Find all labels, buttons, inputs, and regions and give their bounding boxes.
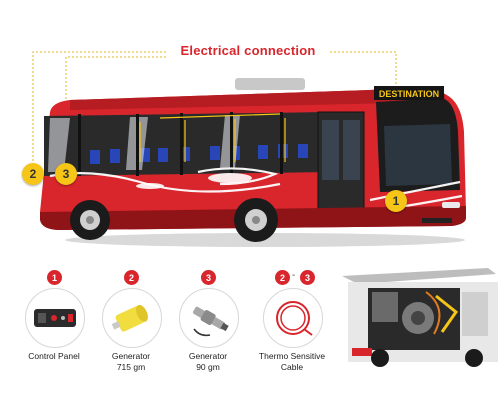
location-marker-2: 2 [22, 163, 44, 185]
component-badge-3b: 3 [300, 270, 315, 285]
bus-illustration: DESTINATION [40, 78, 466, 247]
component-name-generator-90: Generator [188, 351, 228, 361]
component-name-control-panel: Control Panel [28, 351, 80, 361]
component-name-thermo-cable: Thermo Sensitive [258, 351, 326, 361]
destination-sign: DESTINATION [379, 89, 439, 99]
component-detail-thermo-cable: Cable [280, 362, 304, 372]
location-marker-1: 1 [385, 190, 407, 212]
component-name-generator-715: Generator [111, 351, 151, 361]
component-badge-separator: - [292, 270, 296, 281]
thermo-cable-icon [263, 288, 323, 348]
generator-90-icon [179, 288, 239, 348]
component-badge-2: 2 [124, 270, 139, 285]
component-badge-1: 1 [47, 270, 62, 285]
component-badge-3: 3 [201, 270, 216, 285]
control-panel-icon [25, 288, 85, 348]
location-marker-3: 3 [55, 163, 77, 185]
diagram-title: Electrical connection [180, 43, 316, 58]
component-detail-generator-90: 90 gm [196, 362, 220, 372]
generator-715-icon [102, 288, 162, 348]
component-detail-generator-715: 715 gm [116, 362, 146, 372]
engine-compartment-image [342, 268, 498, 367]
connector-line-2 [32, 51, 166, 172]
component-badge-2b: 2 [275, 270, 290, 285]
